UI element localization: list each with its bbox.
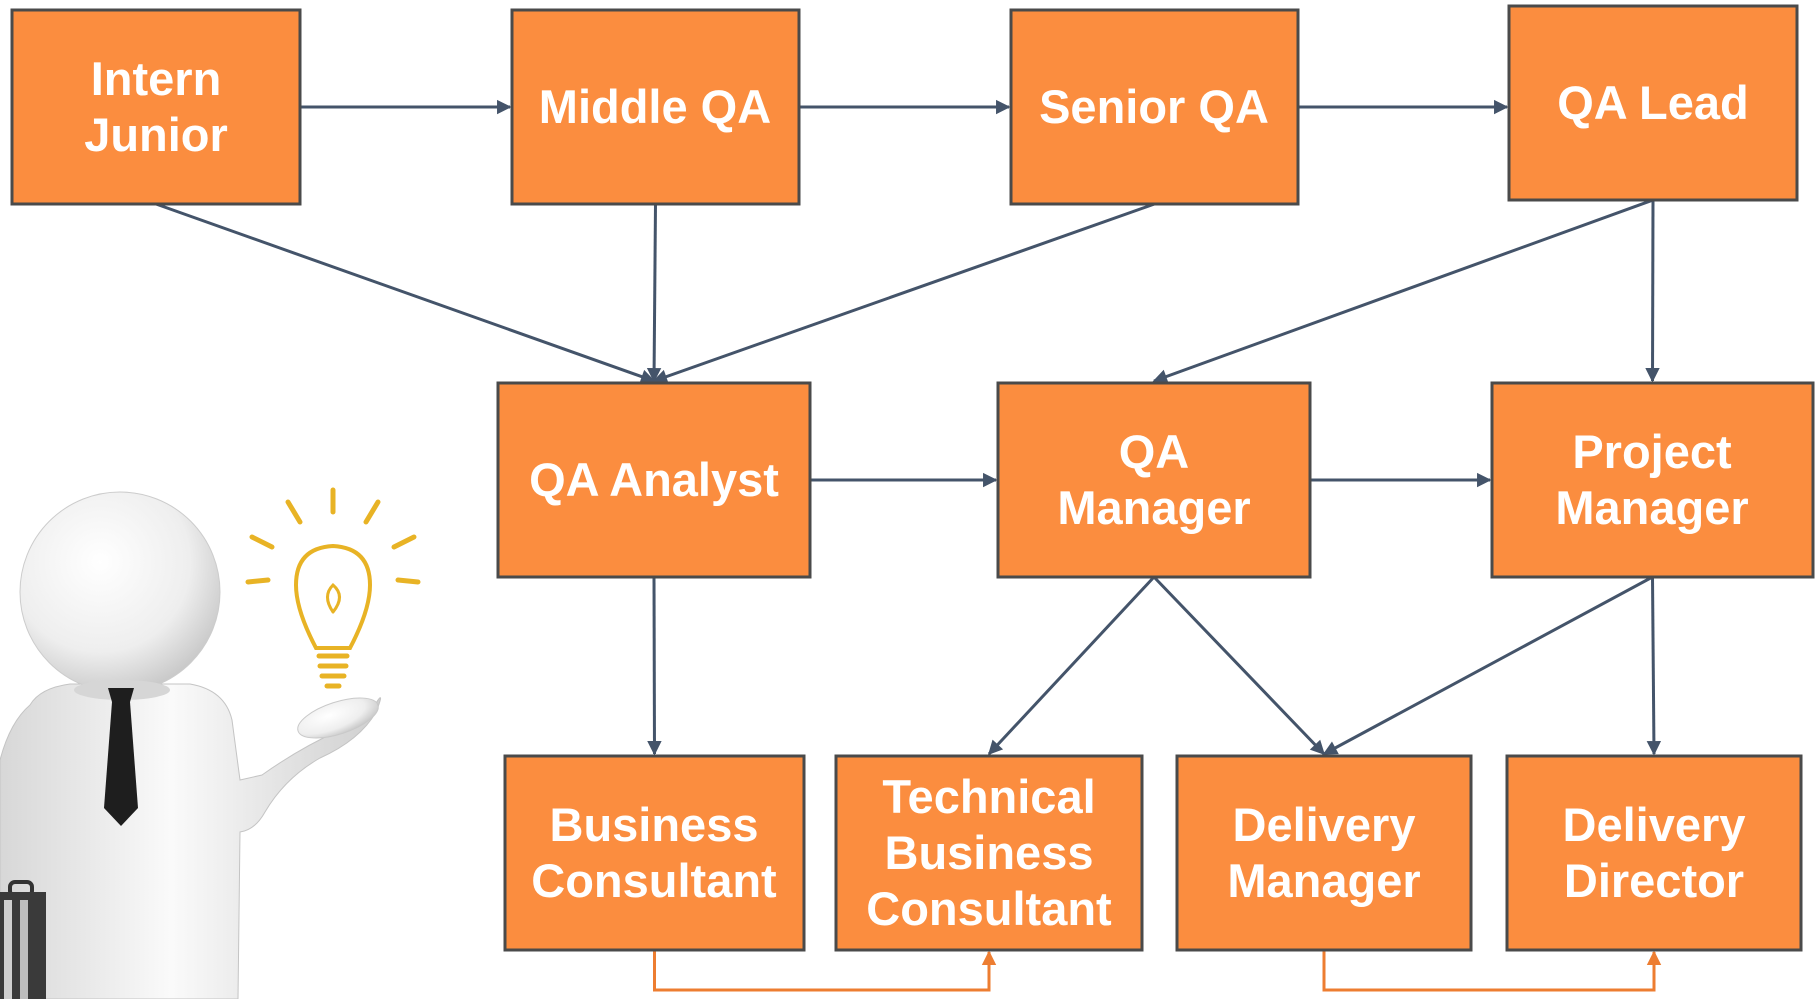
edge-qa-analyst-to-business-consultant	[647, 576, 662, 756]
person-head	[19, 491, 221, 693]
edge-middle-qa-to-qa-analyst	[646, 203, 662, 383]
edge-qa-lead-to-qa-manager	[1152, 198, 1654, 384]
node-label-line: Manager	[1227, 854, 1420, 907]
node-label-line: Manager	[1555, 481, 1748, 534]
edges-layer	[155, 99, 1662, 992]
node-label-line: Business	[550, 798, 759, 851]
node-label-line: QA Analyst	[529, 453, 779, 506]
lightbulb-icon	[245, 487, 421, 689]
node-label-line: Project	[1572, 425, 1732, 478]
edge-project-manager-to-delivery-director	[1646, 576, 1662, 756]
businessman-illustration	[0, 487, 421, 999]
person-hand	[297, 697, 379, 739]
node-label-line: Technical	[882, 770, 1095, 823]
node-qa-analyst: QA Analyst	[496, 381, 812, 579]
briefcase-icon	[0, 880, 46, 999]
edge-qa-manager-to-delivery-manager	[1152, 575, 1326, 756]
node-label-line: Business	[885, 826, 1094, 879]
edge-qa-lead-to-project-manager	[1645, 199, 1660, 383]
node-label-line: Intern	[91, 52, 222, 105]
node-label-line: Manager	[1057, 481, 1250, 534]
node-label-line: Consultant	[531, 854, 777, 907]
node-label-senior-qa: Senior QA	[1039, 80, 1269, 133]
node-label-qa-lead: QA Lead	[1557, 76, 1749, 129]
person-body	[0, 683, 382, 999]
node-label-line: Consultant	[866, 882, 1112, 935]
node-label-line: Director	[1564, 854, 1744, 907]
node-label-line: Junior	[84, 108, 228, 161]
node-label-line: Middle QA	[539, 80, 771, 133]
edge-qa-manager-to-technical-business-consultant	[987, 575, 1156, 756]
node-label-line: QA	[1119, 425, 1190, 478]
node-label-line: QA Lead	[1557, 76, 1749, 129]
node-label-qa-analyst: QA Analyst	[529, 453, 779, 506]
edge-delivery-manager-to-delivery-director	[1322, 950, 1662, 992]
edge-business-consultant-to-technical-business-consultant	[653, 950, 997, 992]
node-middle-qa: Middle QA	[510, 8, 801, 206]
node-label-middle-qa: Middle QA	[539, 80, 771, 133]
node-label-line: Senior QA	[1039, 80, 1269, 133]
edge-project-manager-to-delivery-manager	[1322, 575, 1654, 756]
node-label-line: Delivery	[1563, 798, 1746, 851]
tie-icon	[104, 688, 138, 826]
edge-intern-junior-to-qa-analyst	[155, 202, 656, 384]
node-qa-lead: QA Lead	[1507, 4, 1799, 202]
node-label-line: Delivery	[1233, 798, 1416, 851]
edge-senior-qa-to-qa-analyst	[652, 202, 1156, 384]
node-senior-qa: Senior QA	[1009, 8, 1300, 206]
